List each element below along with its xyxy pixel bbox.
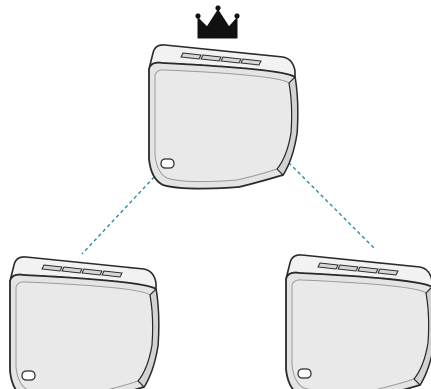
speaker-master-icon — [148, 44, 299, 190]
speaker-left-icon — [9, 255, 160, 389]
speaker-right-icon — [285, 253, 431, 389]
connection-line-right — [283, 157, 377, 251]
crown-icon — [195, 5, 240, 39]
